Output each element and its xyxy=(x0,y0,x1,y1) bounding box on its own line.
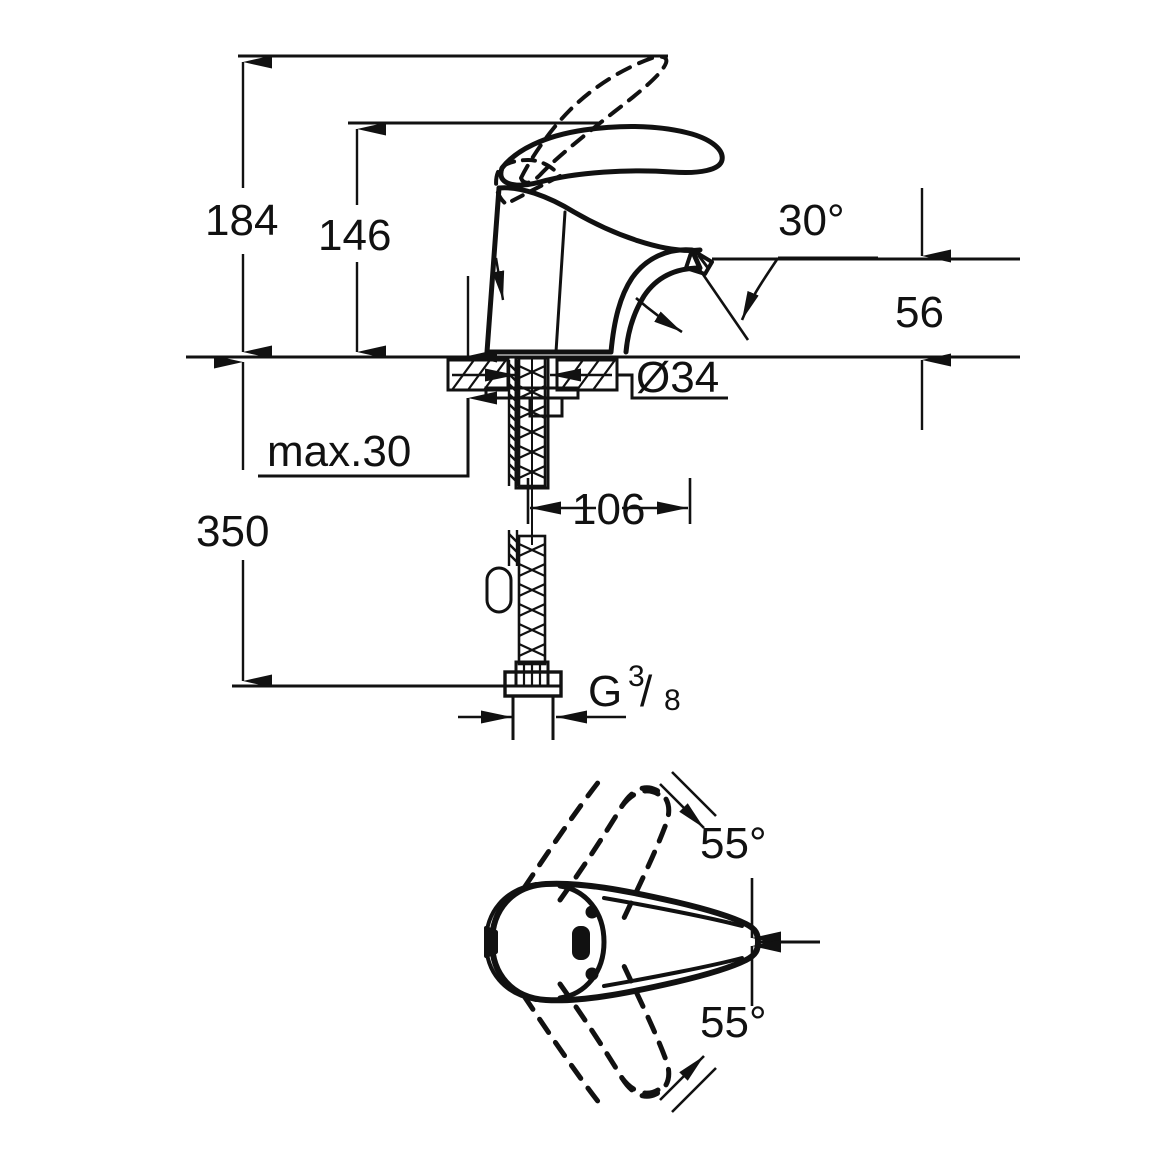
dimension-thread-g38: G 3 / 8 xyxy=(458,660,681,724)
angle-30-ray xyxy=(698,269,750,341)
dimension-max-30: max.30 xyxy=(258,257,505,478)
max-30-arrow-down-2 xyxy=(492,257,505,301)
dimension-swivel-lower-label: 55° xyxy=(700,998,767,1047)
lever-plan-head-inner xyxy=(557,883,607,1001)
dimension-184-label: 184 xyxy=(205,196,278,245)
dimension-350: 350 xyxy=(196,507,272,688)
lever-plan-phantom-lower xyxy=(521,963,672,1107)
dimension-106: 106 xyxy=(526,478,692,534)
dimension-184: 184 xyxy=(205,55,278,470)
supply-hose-lower-assembly xyxy=(485,530,563,740)
dimension-swivel-upper: 55° xyxy=(659,771,781,945)
dimension-350-label: 350 xyxy=(196,507,269,556)
angle-30-second-leader xyxy=(635,297,683,334)
swivel-lower-ray xyxy=(671,1067,717,1113)
supply-hose-upper xyxy=(517,356,547,488)
faucet-body-side xyxy=(484,54,725,355)
dimension-30-degree-label: 30° xyxy=(778,196,845,245)
lever-cap xyxy=(494,158,562,206)
faucet-body-outline xyxy=(484,185,703,355)
body-inner-line xyxy=(554,210,567,354)
dimension-diameter-34: Ø34 xyxy=(452,353,728,402)
spout-outlet-tip xyxy=(684,248,714,276)
lever-plan-dot-lower xyxy=(585,967,599,981)
hose-clip-tag xyxy=(485,566,513,614)
spout-outlet-edge xyxy=(697,254,710,270)
lever-handle-solid xyxy=(498,124,725,188)
side-elevation-view: 184 146 56 xyxy=(186,54,1020,740)
coil-hose-lower-stub xyxy=(507,530,519,566)
swivel-upper-ray xyxy=(671,771,717,817)
thread-label-denominator: 8 xyxy=(664,684,681,717)
dimension-diameter-34-label: Ø34 xyxy=(636,353,719,402)
dimension-swivel-lower: 55° xyxy=(659,939,781,1113)
lever-plan-indicator-slot xyxy=(572,926,590,960)
dimension-max-30-label: max.30 xyxy=(267,427,411,476)
lever-plan-cap-nub xyxy=(484,926,498,958)
lever-plan-dot-upper xyxy=(585,905,599,919)
dimension-swivel-upper-label: 55° xyxy=(700,819,767,868)
dimension-106-label: 106 xyxy=(572,485,645,534)
swivel-upper-arrow xyxy=(659,783,705,829)
lever-plan-edge-top xyxy=(602,896,744,928)
dimension-146-label: 146 xyxy=(318,211,391,260)
lever-raised-dashed xyxy=(519,54,669,185)
reference-lines xyxy=(186,54,1020,688)
swivel-lower-arrow xyxy=(659,1055,705,1101)
dimension-146: 146 xyxy=(318,122,391,359)
lever-plan-edge-bottom xyxy=(602,956,744,988)
max-30-leader xyxy=(258,391,497,478)
angle-30-leader xyxy=(740,257,780,321)
coil-hose-upper xyxy=(507,360,519,486)
supply-hose-lower xyxy=(517,534,547,666)
dimension-56-label: 56 xyxy=(895,288,944,337)
lever-plan-phantom-upper xyxy=(521,777,672,921)
hose-hex-nut xyxy=(503,670,563,698)
lever-plan-outline xyxy=(489,880,761,1004)
dimension-30-degree: 30° xyxy=(635,196,878,341)
top-plan-view: 55° 55° xyxy=(484,771,820,1113)
thread-label-g: G xyxy=(588,667,622,716)
faucet-body-top-slope xyxy=(496,185,703,254)
lever-plan-solid xyxy=(484,880,761,1004)
diameter-34-leader xyxy=(617,373,728,400)
thread-label-numerator: 3 xyxy=(628,660,645,693)
thread-label-slash: / xyxy=(640,667,653,716)
dimension-56: 56 xyxy=(895,188,951,430)
